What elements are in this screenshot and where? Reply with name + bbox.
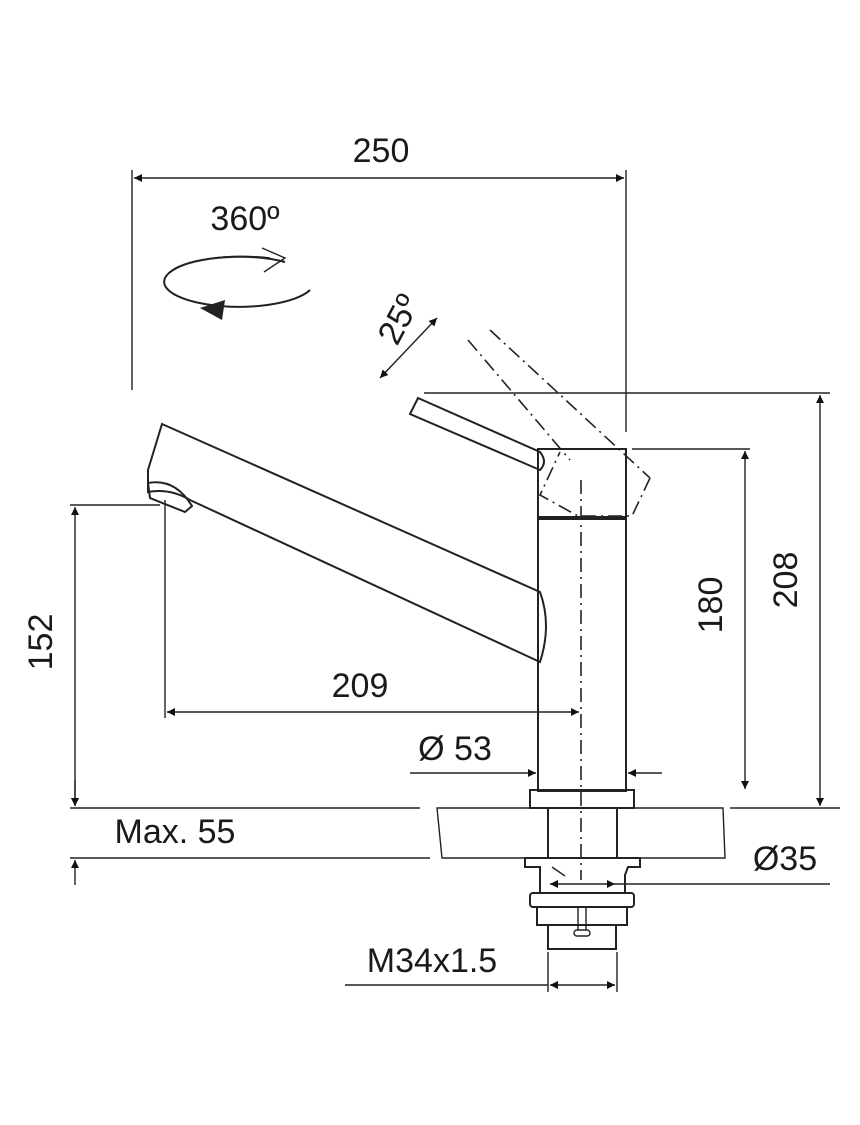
dimension-base-diameter-53: Ø 53 — [410, 730, 662, 777]
label-180: 180 — [692, 577, 730, 634]
dimension-reach-209: 209 — [164, 500, 579, 718]
dimension-body-height-180: 180 — [692, 451, 749, 789]
dimension-hole-diameter-35: Ø35 — [550, 840, 830, 888]
label-360: 360º — [210, 200, 279, 238]
label-209: 209 — [332, 667, 389, 705]
label-152: 152 — [22, 614, 60, 671]
dimension-spout-height-152: 152 — [22, 504, 160, 806]
countertop — [70, 789, 840, 859]
label-25: 25º — [371, 288, 428, 350]
label-250: 250 — [353, 132, 410, 170]
dimension-width-250: 250 — [131, 132, 627, 432]
label-d35: Ø35 — [753, 840, 817, 878]
spout — [146, 422, 547, 664]
label-max-55: Max. 55 — [115, 813, 236, 851]
mounting-hardware — [524, 857, 641, 950]
label-m34: M34x1.5 — [367, 942, 497, 980]
label-d53: Ø 53 — [418, 730, 492, 768]
dimension-thread-m34: M34x1.5 — [345, 942, 618, 992]
dimension-total-height-208: 208 — [767, 395, 824, 806]
rotation-360-symbol: 360º — [163, 200, 311, 320]
dimension-max-countertop: Max. 55 — [71, 780, 236, 885]
dimension-lever-angle: 25º — [371, 288, 651, 517]
label-208: 208 — [767, 552, 805, 609]
faucet-body — [408, 392, 830, 880]
